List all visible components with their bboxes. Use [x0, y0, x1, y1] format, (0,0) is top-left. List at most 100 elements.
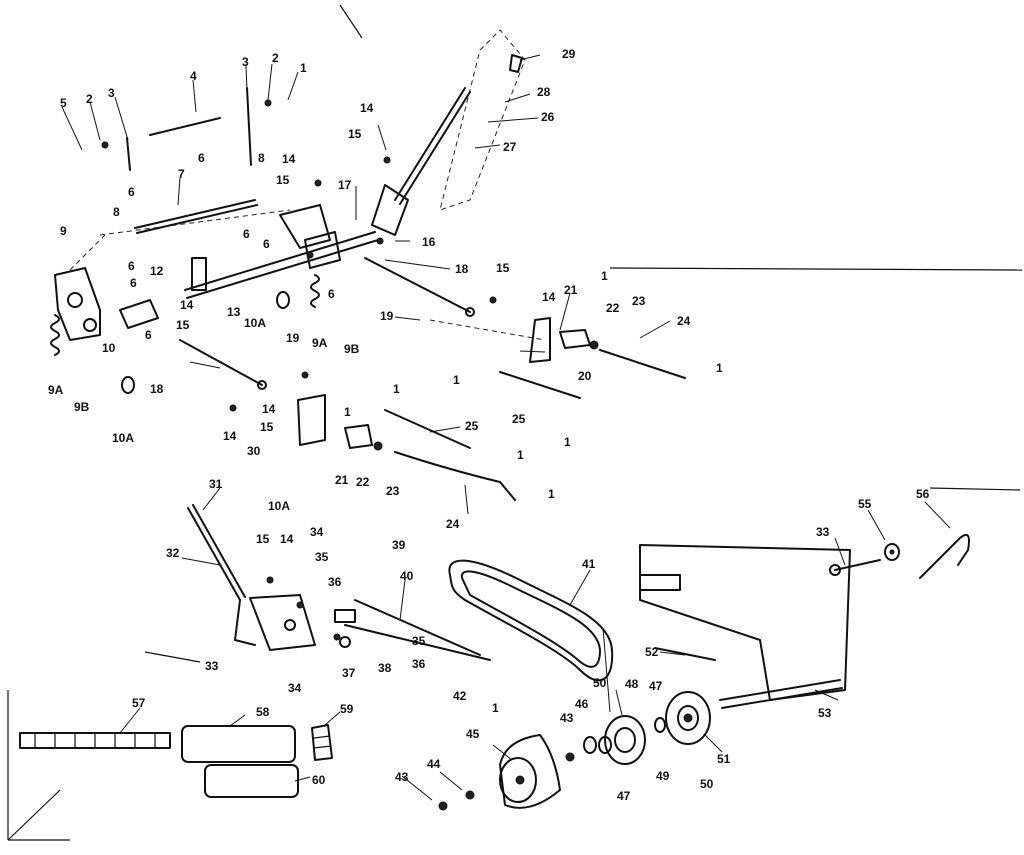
callout-label: 22 [606, 301, 620, 315]
callout-label: 15 [348, 127, 362, 141]
callout-label: 1 [716, 361, 723, 375]
callout-label: 6 [128, 185, 135, 199]
callout-label: 10A [268, 499, 290, 513]
callout-label: 1 [300, 61, 307, 75]
callout-label: 36 [412, 657, 426, 671]
drive-belt [448, 559, 614, 682]
callout-label: 15 [176, 318, 190, 332]
right-bracket-assembly [297, 317, 686, 501]
callout-label: 23 [632, 294, 646, 308]
callout-label: 6 [263, 237, 270, 251]
shaft-kit [19, 724, 333, 798]
callout-label: 47 [617, 789, 631, 803]
callout-label: 10 [102, 341, 116, 355]
callout-label: 36 [328, 575, 342, 589]
callout-label: 55 [858, 497, 872, 511]
callout-label: 40 [400, 569, 414, 583]
callout-label: 13 [227, 305, 241, 319]
callout-label: 29 [562, 47, 576, 61]
callout-label: 26 [541, 110, 555, 124]
callout-label: 1 [517, 448, 524, 462]
callout-label: 34 [288, 681, 302, 695]
callout-label: 15 [256, 532, 270, 546]
callout-label: 1 [492, 701, 499, 715]
callout-label: 6 [328, 287, 335, 301]
callout-label: 41 [582, 557, 596, 571]
callout-label: 25 [512, 412, 526, 426]
shift-shaft-assembly [50, 87, 379, 394]
callout-label: 37 [342, 666, 356, 680]
callout-label: 24 [677, 314, 691, 328]
callout-label: 10A [244, 316, 266, 330]
callout-label: 5 [60, 96, 67, 110]
callout-label: 6 [130, 276, 137, 290]
callout-label: 7 [178, 167, 185, 181]
callout-label: 51 [717, 752, 731, 766]
callout-label: 42 [453, 689, 467, 703]
callout-label: 16 [422, 235, 436, 249]
callout-label: 48 [625, 677, 639, 691]
callout-label: 14 [282, 152, 296, 166]
callout-label: 6 [198, 151, 205, 165]
callout-label: 3 [242, 55, 249, 69]
callout-label: 27 [503, 140, 517, 154]
callout-label: 1 [601, 269, 608, 283]
callout-label: 15 [276, 173, 290, 187]
callout-label: 19 [286, 331, 300, 345]
callout-label: 38 [378, 661, 392, 675]
callout-label: 28 [537, 85, 551, 99]
callout-label: 6 [128, 259, 135, 273]
callout-label: 25 [465, 419, 479, 433]
callout-label: 8 [113, 205, 120, 219]
callout-label: 39 [392, 538, 406, 552]
callout-labels: 1 2 3 2 3 4 5 6 8 7 6 8 6 6 9 6 6 12 14 … [48, 47, 930, 803]
callout-label: 17 [338, 178, 352, 192]
callout-label: 10A [112, 431, 134, 445]
callout-label: 6 [243, 227, 250, 241]
callout-label: 1 [564, 435, 571, 449]
callout-label: 14 [262, 402, 276, 416]
callout-label: 58 [256, 705, 270, 719]
bolt-and-pin [829, 534, 970, 579]
callout-label: 14 [223, 429, 237, 443]
callout-label: 12 [150, 264, 164, 278]
callout-label: 14 [180, 298, 194, 312]
pulley-assembly [438, 691, 711, 811]
callout-label: 9 [60, 224, 67, 238]
callout-label: 31 [209, 477, 223, 491]
callout-label: 44 [427, 757, 441, 771]
control-handle-assembly [371, 29, 526, 236]
callout-label: 1 [548, 487, 555, 501]
callout-label: 20 [578, 369, 592, 383]
callout-label: 35 [412, 634, 426, 648]
callout-label: 53 [818, 706, 832, 720]
fasteners [101, 99, 497, 641]
callout-label: 14 [360, 101, 374, 115]
callout-label: 30 [247, 444, 261, 458]
callout-label: 1 [344, 405, 351, 419]
callout-label: 19 [380, 309, 394, 323]
callout-label: 18 [150, 382, 164, 396]
callout-label: 2 [86, 92, 93, 106]
leader-lines [61, 54, 951, 801]
callout-label: 47 [649, 679, 663, 693]
callout-label: 15 [260, 420, 274, 434]
callout-label: 9B [74, 400, 90, 414]
callout-label: 24 [446, 517, 460, 531]
callout-label: 23 [386, 484, 400, 498]
callout-label: 18 [455, 262, 469, 276]
callout-label: 49 [656, 769, 670, 783]
callout-label: 52 [645, 645, 659, 659]
callout-label: 46 [575, 697, 589, 711]
callout-label: 1 [453, 373, 460, 387]
callout-label: 14 [280, 532, 294, 546]
callout-label: 33 [816, 525, 830, 539]
callout-label: 43 [395, 770, 409, 784]
callout-label: 14 [542, 290, 556, 304]
callout-label: 50 [700, 777, 714, 791]
callout-label: 59 [340, 702, 354, 716]
page-edge-lines [7, 4, 1023, 841]
callout-label: 22 [356, 475, 370, 489]
callout-label: 21 [564, 283, 578, 297]
